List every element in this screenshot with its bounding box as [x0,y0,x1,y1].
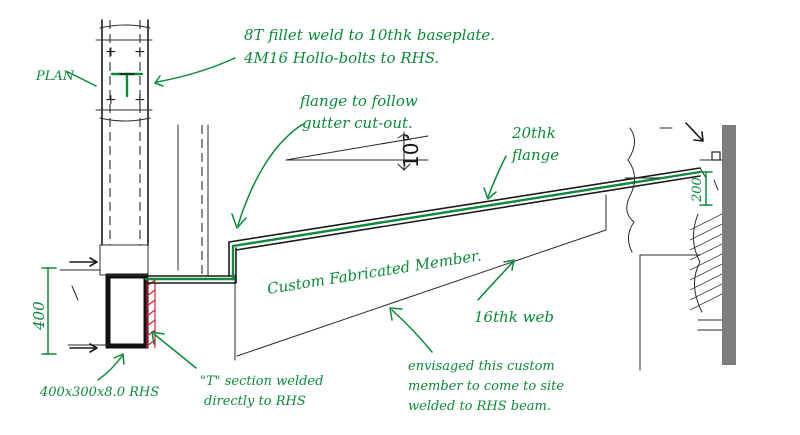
column-lines [101,19,236,361]
member-label: Custom Fabricated Member. [266,246,483,298]
svg-text:+: + [105,92,117,108]
flange-word: flange [511,146,559,164]
flange-follow-arrow [231,123,304,229]
tsection-arrow [151,331,197,369]
dimension-200: 200 [690,171,719,206]
flange-20-label: 20thk [511,124,556,142]
rhs-section [59,244,156,353]
flange-20-arrow [483,155,507,200]
dim-400-label: 400 [30,301,48,331]
angle-indicator: 10° [285,131,429,171]
envisaged-3: welded to RHS beam. [408,399,551,414]
dimension-400: 400 [30,267,79,355]
wall-elements [626,122,736,371]
plan-label: PLAN [35,69,75,84]
angle-label: 10° [399,133,423,168]
weld-note-2: 4M16 Hollo-bolts to RHS. [243,49,439,67]
svg-text:+: + [134,44,146,60]
rhs-label: 400x300x8.0 RHS [39,385,159,400]
svg-text:+: + [105,44,117,60]
hatch-t-section [146,279,156,348]
tsection-2: directly to RHS [204,394,306,409]
fabricated-member [144,167,707,357]
dim-200-label: 200 [690,177,705,203]
weld-note-1: 8T fillet weld to 10thk baseplate. [244,26,495,44]
flange-follow-2: gutter cut-out. [302,114,413,132]
svg-text:+: + [134,92,146,108]
envisaged-arrow [389,307,433,353]
envisaged-1: envisaged this custom [408,359,555,374]
envisaged-2: member to come to site [408,379,564,394]
rhs-arrow [97,353,125,381]
flange-follow-1: flange to follow [299,92,418,110]
plan-detail: + + + + PLAN [35,24,236,122]
web-label: 16thk web [474,308,554,326]
tsection-1: "T" section welded [200,374,323,389]
web-arrow [477,259,515,301]
